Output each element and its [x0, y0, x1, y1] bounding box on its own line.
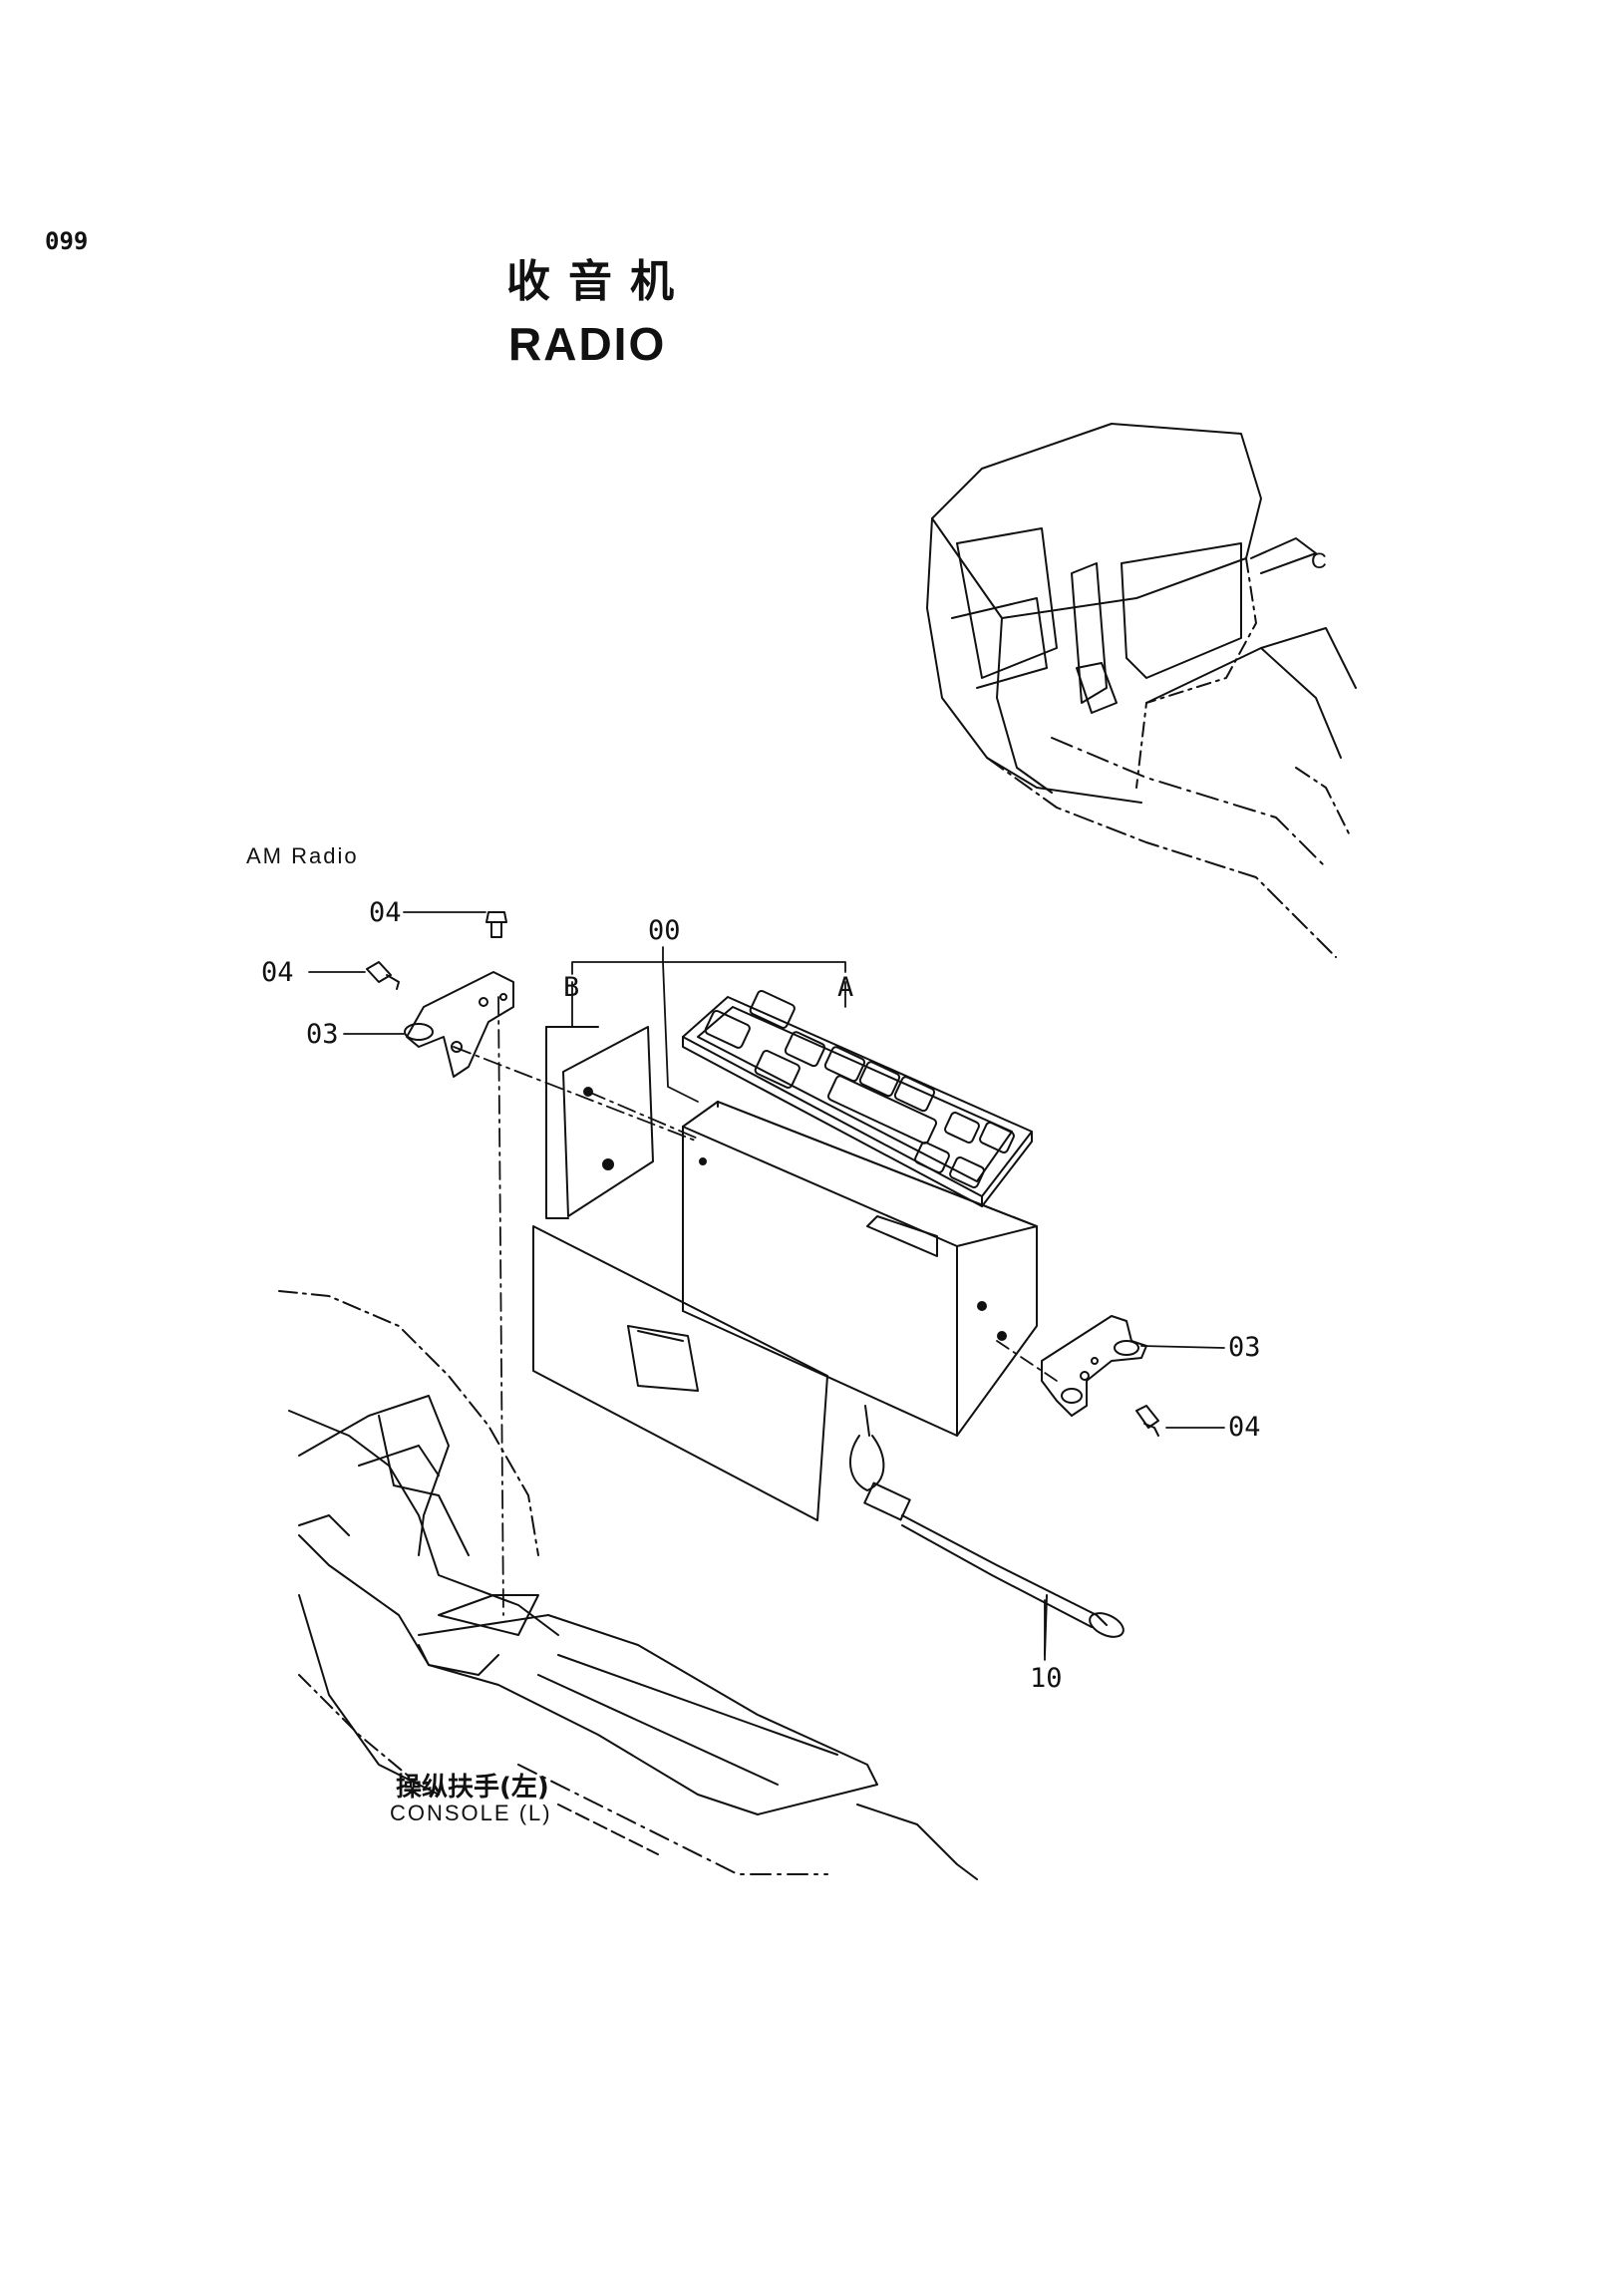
console-label-english: CONSOLE (L) [390, 1801, 552, 1825]
radio-front-panel [683, 990, 1032, 1206]
right-bracket-assembly [1042, 1316, 1158, 1436]
cab-inset-illustration: C [927, 424, 1356, 957]
variant-label: AM Radio [246, 843, 359, 868]
callout-a: A [837, 972, 854, 1003]
callout-03-left: 03 [306, 1019, 339, 1050]
antenna-cable-illustration [850, 1406, 1127, 1655]
page-number: 099 [45, 227, 89, 255]
console-cover-plate [533, 1226, 827, 1520]
callout-b: B [563, 972, 580, 1003]
console-label-chinese: 操纵扶手(左) [396, 1773, 549, 1803]
callout-00: 00 [648, 915, 681, 946]
page-title-chinese: 收音机 [506, 256, 692, 307]
callout-04-middle: 04 [261, 957, 294, 988]
radio-body-box [683, 1102, 1037, 1436]
mounting-plate-b [546, 1027, 653, 1218]
assembly-leader-lines [309, 912, 1224, 1660]
svg-text:C: C [1311, 548, 1327, 573]
callout-04-top: 04 [369, 897, 402, 928]
left-bracket-assembly [367, 912, 513, 1077]
console-left-illustration [279, 1291, 977, 1879]
callout-04-right: 04 [1228, 1412, 1261, 1443]
page-title-english: RADIO [508, 318, 667, 370]
callout-10: 10 [1030, 1663, 1063, 1694]
callout-03-right: 03 [1228, 1332, 1261, 1363]
